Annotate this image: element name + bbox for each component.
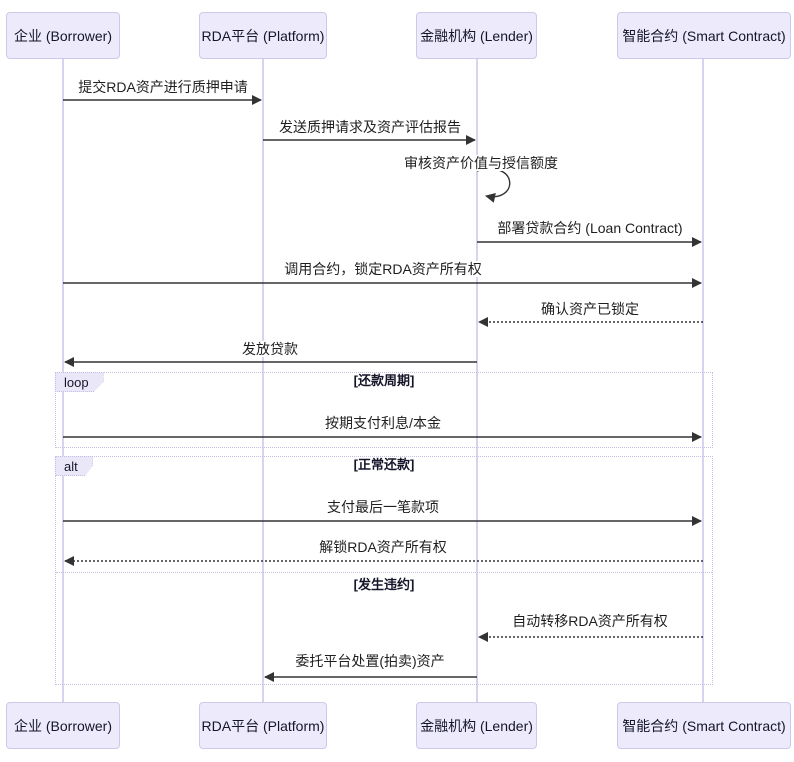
actor-top-borrower: 企业 (Borrower) xyxy=(6,12,120,59)
actor-top-platform: RDA平台 (Platform) xyxy=(199,12,327,59)
loop-frame-label: loop xyxy=(55,372,104,392)
message-label: 解锁RDA资产所有权 xyxy=(316,539,450,555)
actor-bottom-lender: 金融机构 (Lender) xyxy=(416,702,537,749)
message-label: 发放贷款 xyxy=(239,341,301,357)
message-label: 委托平台处置(拍卖)资产 xyxy=(292,653,448,669)
alt-frame-title-default: [发生违约] xyxy=(351,577,417,592)
message-label: 确认资产已锁定 xyxy=(538,301,642,317)
message-label: 自动转移RDA资产所有权 xyxy=(509,613,671,629)
arrow-self-review xyxy=(476,168,511,203)
alt-frame-label: alt xyxy=(55,456,93,476)
lifeline-lender xyxy=(476,59,478,702)
actor-bottom-smart-contract: 智能合约 (Smart Contract) xyxy=(617,702,791,749)
message-label: 调用合约，锁定RDA资产所有权 xyxy=(281,261,485,277)
loop-frame: loop xyxy=(55,372,713,448)
message-label: 支付最后一笔款项 xyxy=(324,499,442,515)
message-label: 按期支付利息/本金 xyxy=(322,415,444,431)
message-label: 发送质押请求及资产评估报告 xyxy=(276,119,464,135)
loop-frame-title: [还款周期] xyxy=(351,373,417,388)
actor-top-smart-contract: 智能合约 (Smart Contract) xyxy=(617,12,791,59)
alt-frame-divider xyxy=(56,572,712,573)
actor-bottom-platform: RDA平台 (Platform) xyxy=(199,702,327,749)
actor-bottom-borrower: 企业 (Borrower) xyxy=(6,702,120,749)
message-label: 审核资产价值与授信额度 xyxy=(401,155,561,171)
alt-frame-title-success: [正常还款] xyxy=(351,457,417,472)
lifeline-platform xyxy=(262,59,264,702)
alt-frame: alt xyxy=(55,456,713,685)
message-label: 部署贷款合约 (Loan Contract) xyxy=(494,220,686,236)
lifeline-smart-contract xyxy=(702,59,704,702)
actor-top-lender: 金融机构 (Lender) xyxy=(416,12,537,59)
message-label: 提交RDA资产进行质押申请 xyxy=(75,79,251,95)
